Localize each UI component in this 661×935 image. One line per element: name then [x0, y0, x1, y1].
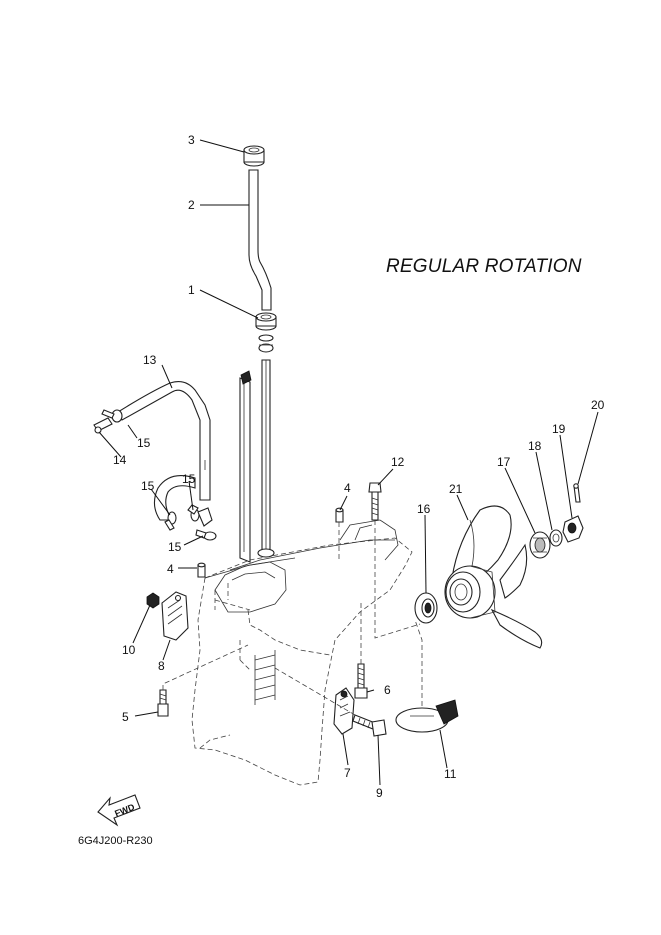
water-tube-column [257, 334, 275, 558]
water-tube [248, 169, 272, 311]
shaft-guide [374, 540, 421, 639]
anode [333, 687, 355, 735]
callout-6: 6 [384, 683, 391, 697]
dowel-pin-upper [335, 507, 344, 523]
bolt-5 [157, 689, 169, 717]
callout-16: 16 [417, 502, 431, 516]
castle-nut [562, 515, 584, 543]
callout-3: 3 [188, 133, 195, 147]
callout-11: 11 [444, 767, 457, 781]
grommet-lower [255, 312, 277, 331]
thrust-washer [414, 592, 438, 624]
lower-casing [191, 519, 413, 786]
callout-8: 8 [158, 659, 165, 673]
drive-shaft [239, 370, 252, 563]
hose-clip-upper [101, 409, 123, 423]
callout-15-lower: 15 [168, 540, 182, 554]
diagram-code: 6G4J200-R230 [78, 835, 153, 847]
bolt-12 [368, 482, 382, 521]
callout-numbers: 3 2 1 13 15 14 15 15 15 4 4 12 10 8 5 6 … [113, 133, 605, 800]
callout-5: 5 [122, 710, 129, 724]
dowel-pin-lower [197, 562, 206, 578]
callout-1: 1 [188, 283, 195, 297]
callout-2: 2 [188, 198, 195, 212]
hose-clip-left [164, 511, 177, 531]
trim-tab [395, 699, 459, 733]
callout-17: 17 [497, 455, 511, 469]
bolt-6 [354, 663, 368, 699]
hose-clip-mid [187, 504, 213, 527]
callout-15-left: 15 [141, 479, 155, 493]
fwd-arrow-icon: FWD [97, 794, 141, 827]
hose [117, 381, 211, 521]
callout-15-mid: 15 [182, 472, 196, 486]
callout-4-lower: 4 [167, 562, 174, 576]
hose-fitting [93, 417, 113, 434]
cotter-pin [573, 483, 581, 503]
bolt-5-guide [162, 644, 249, 690]
hose-clip-lower [195, 529, 217, 541]
bolt-9 [352, 714, 387, 737]
callout-19: 19 [552, 422, 566, 436]
diagram-title: REGULAR ROTATION [386, 256, 582, 277]
callout-20: 20 [591, 398, 605, 412]
callout-9: 9 [376, 786, 383, 800]
callout-13: 13 [143, 353, 157, 367]
callout-4-upper: 4 [344, 481, 351, 495]
spacer [529, 531, 551, 559]
callout-10: 10 [122, 643, 136, 657]
cover-plate [161, 591, 189, 641]
callout-21: 21 [449, 482, 463, 496]
nut-10 [146, 592, 160, 609]
leader-lines [98, 139, 599, 786]
washer [549, 529, 563, 547]
callout-18: 18 [528, 439, 542, 453]
propeller [444, 505, 543, 649]
trim-tab-guide [414, 619, 423, 706]
callout-14: 14 [113, 453, 127, 467]
callout-12: 12 [391, 455, 405, 469]
callout-7: 7 [344, 766, 351, 780]
grommet-top [243, 145, 265, 167]
callout-15-upper: 15 [137, 436, 151, 450]
